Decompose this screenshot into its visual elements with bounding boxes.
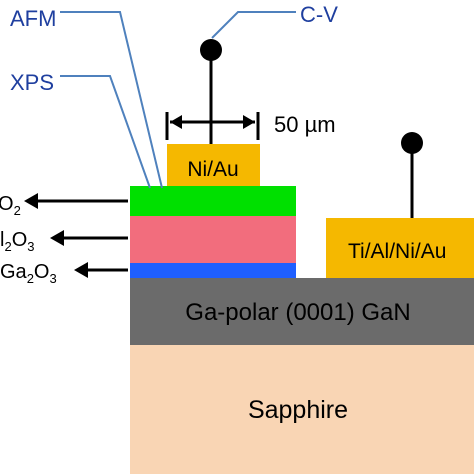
cv-label: C-V <box>300 2 338 27</box>
xps-callout-line <box>60 75 151 189</box>
bottom-layer-label: Ga2O3 <box>0 261 57 286</box>
ni-au-label: Ni/Au <box>187 158 238 181</box>
gan-layer <box>130 278 474 345</box>
sapphire-substrate <box>130 345 474 474</box>
ohmic-probe-tip <box>401 132 423 154</box>
width-arrow-left <box>170 115 182 129</box>
sapphire-label: Sapphire <box>248 396 348 424</box>
red-oxide-layer <box>130 216 296 263</box>
blue-oxide-layer <box>130 263 296 278</box>
ohmic-contact-label: Ti/Al/Ni/Au <box>348 240 446 263</box>
gan-layer-label: Ga-polar (0001) GaN <box>185 299 410 326</box>
mid-layer-arrowhead <box>50 230 64 246</box>
bottom-layer-arrowhead <box>74 262 88 278</box>
xps-label: XPS <box>10 70 54 95</box>
top-layer-label: O2 <box>0 193 21 218</box>
cv-callout-line <box>211 11 296 39</box>
afm-label: AFM <box>10 6 56 31</box>
afm-callout-line <box>60 11 163 189</box>
ohmic-contact <box>326 218 474 278</box>
ni-au-contact <box>167 144 260 186</box>
width-arrow-right <box>243 115 255 129</box>
cv-probe-tip <box>200 39 222 61</box>
mid-layer-label: l2O3 <box>0 229 34 254</box>
green-oxide-layer <box>130 186 296 216</box>
top-layer-arrowhead <box>24 193 38 209</box>
width-label: 50 µm <box>274 112 336 137</box>
